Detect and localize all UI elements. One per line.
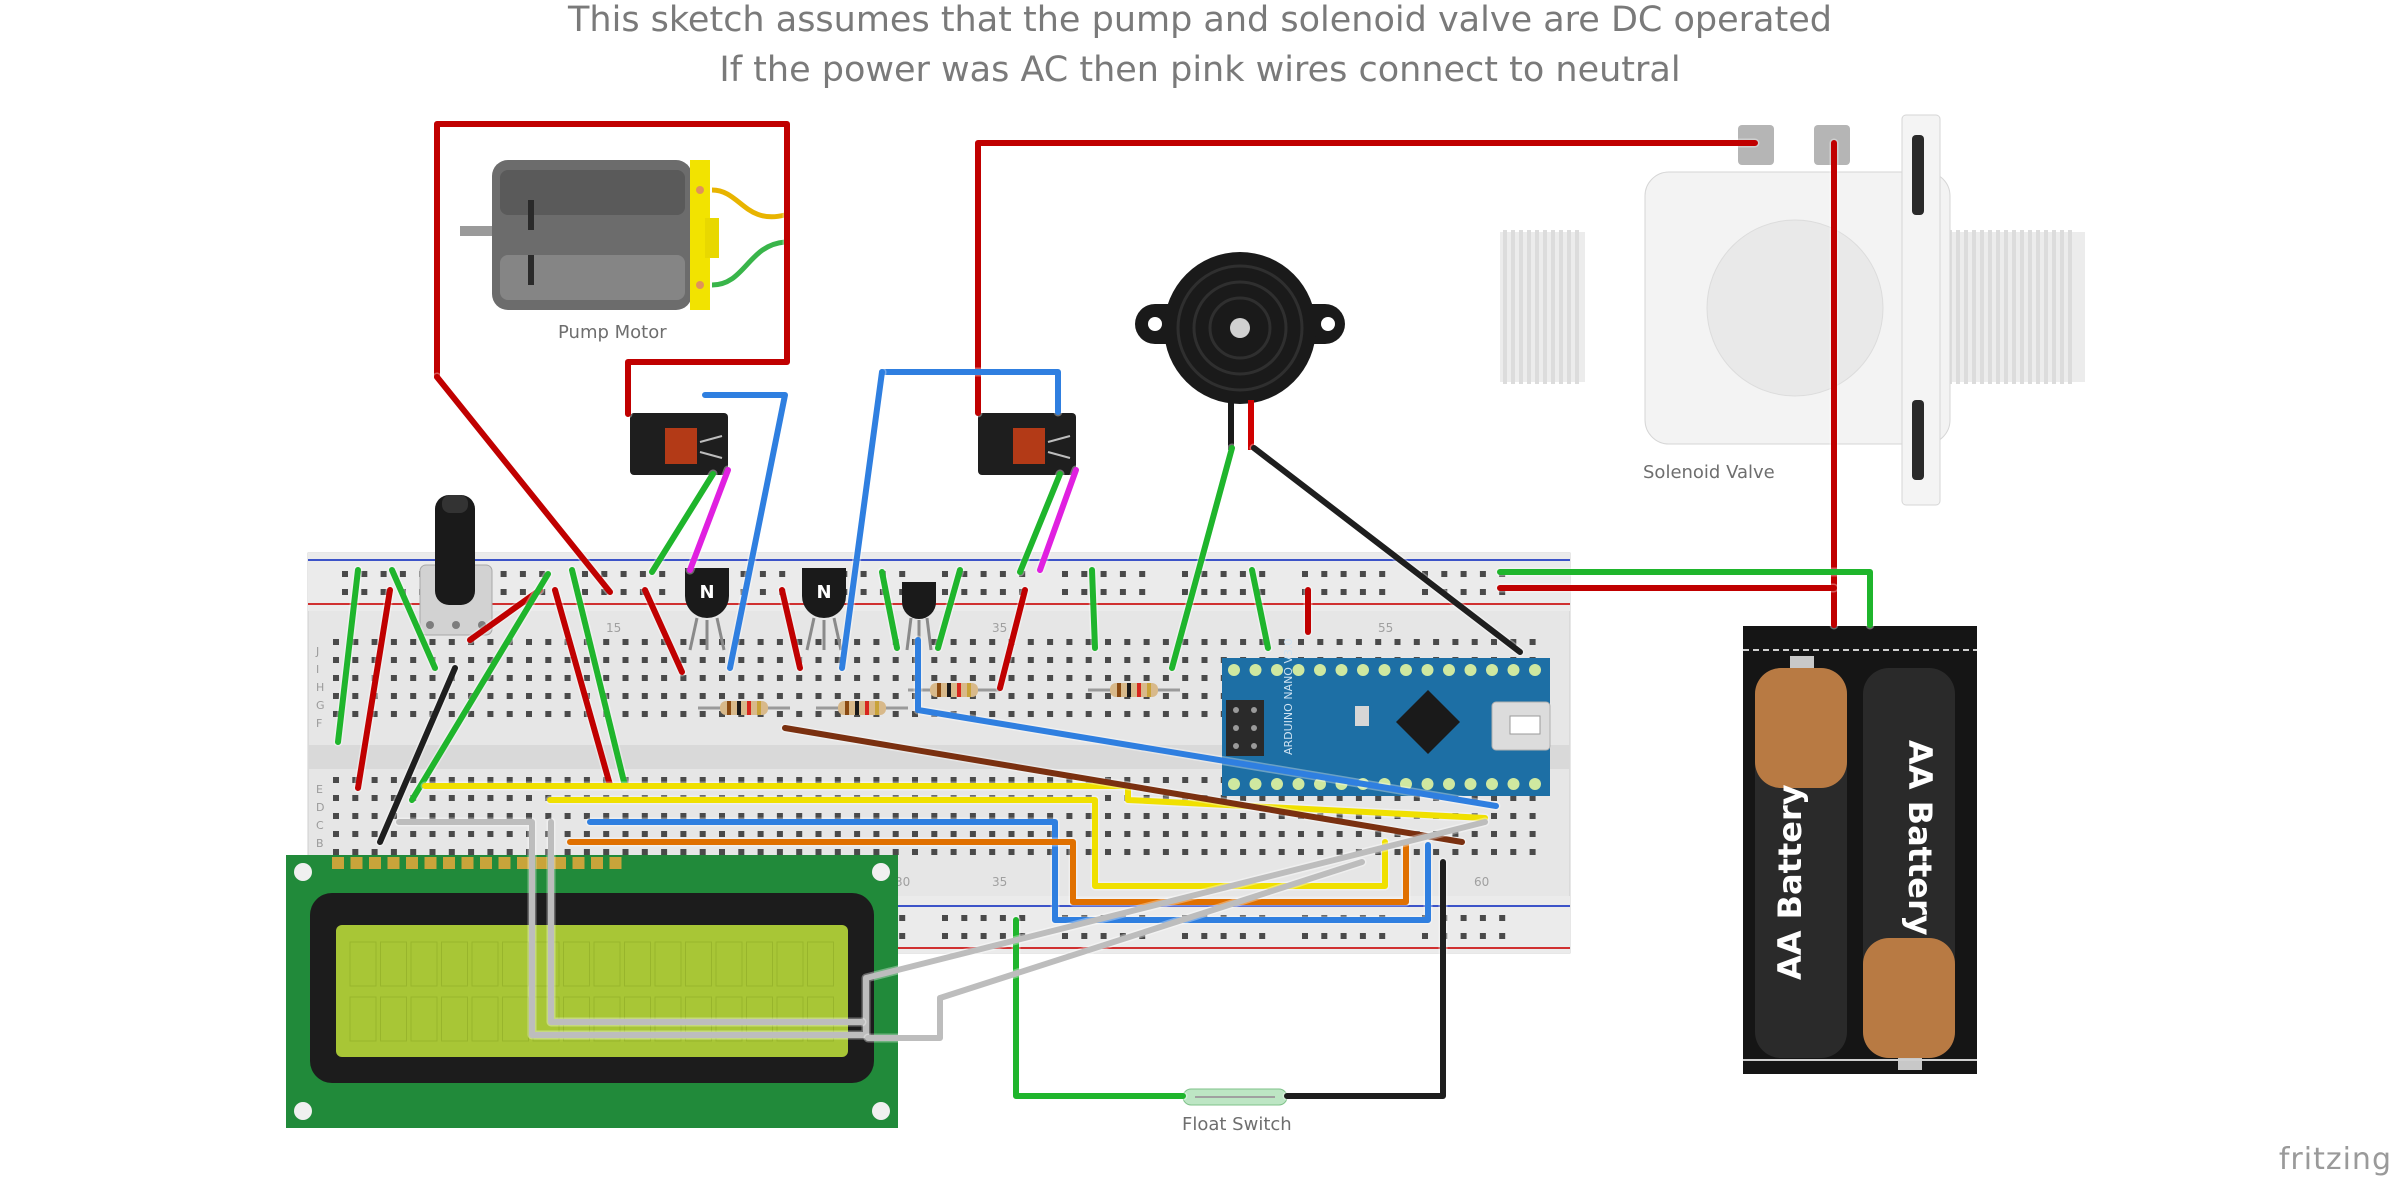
wire-18 xyxy=(649,471,716,575)
transistor-1: N xyxy=(685,568,729,651)
resistors xyxy=(698,683,1180,715)
piezo-buzzer xyxy=(1135,252,1345,450)
float-switch-label: Float Switch xyxy=(1182,1114,1292,1135)
transistor-2: N xyxy=(802,568,846,651)
wire-24 xyxy=(935,567,963,651)
column-numbers: 15 35 55 30 35 60 xyxy=(606,621,1489,889)
svg-text:15: 15 xyxy=(606,621,621,635)
wire-28 xyxy=(377,665,458,845)
wire-32 xyxy=(879,369,1061,415)
wires xyxy=(333,119,1875,1101)
wire-27 xyxy=(1284,859,1446,1099)
note-line-1: This sketch assumes that the pump and so… xyxy=(568,0,1832,40)
nano-pins xyxy=(1228,664,1541,790)
wire-20 xyxy=(1169,445,1235,671)
wire-10 xyxy=(779,587,803,671)
svg-text:ARDUINO NANO V3.0: ARDUINO NANO V3.0 xyxy=(1282,639,1295,755)
arduino-nano: ARDUINO NANO V3.0 xyxy=(1222,639,1551,796)
wire-38 xyxy=(567,839,1409,905)
wire-8 xyxy=(552,587,613,788)
wire-19 xyxy=(1017,471,1063,575)
svg-text:I: I xyxy=(316,663,319,676)
svg-text:N: N xyxy=(699,582,714,603)
wire-30 xyxy=(1037,467,1079,573)
battery-2-label: AA Battery xyxy=(1901,740,1939,936)
wire-17 xyxy=(569,567,628,789)
svg-text:D: D xyxy=(316,801,324,814)
resistor-2 xyxy=(838,701,886,715)
svg-text:30: 30 xyxy=(895,875,910,889)
pump-motor-label: Pump Motor xyxy=(558,322,667,343)
wire-12 xyxy=(467,587,543,643)
wire-9 xyxy=(642,587,685,675)
temperature-sensor xyxy=(902,582,936,651)
lcd-display xyxy=(286,855,898,1128)
fritzing-logo: fritzing xyxy=(2278,1142,2392,1177)
svg-text:F: F xyxy=(316,717,322,730)
pump-motor xyxy=(460,160,786,310)
solenoid-valve-label: Solenoid Valve xyxy=(1643,462,1775,483)
wire-31 xyxy=(702,392,788,671)
wire-15 xyxy=(389,567,438,671)
wire-11 xyxy=(997,587,1028,691)
resistor-3 xyxy=(930,683,978,697)
battery-1-label: AA Battery xyxy=(1771,784,1809,980)
wire-7 xyxy=(355,587,393,791)
svg-text:35: 35 xyxy=(992,621,1007,635)
wire-40 xyxy=(396,819,1488,1038)
wire-29 xyxy=(687,467,731,573)
wire-14 xyxy=(335,567,361,745)
solenoid-valve xyxy=(1500,114,2085,506)
wire-1 xyxy=(434,121,790,417)
wire-33 xyxy=(839,369,885,671)
wire-26 xyxy=(1251,445,1523,655)
wire-35 xyxy=(587,819,1431,923)
wire-36 xyxy=(422,783,1488,821)
wire-41 xyxy=(548,819,865,1025)
float-switch xyxy=(1182,1088,1288,1106)
wire-23 xyxy=(879,569,900,651)
wire-3 xyxy=(975,140,1758,416)
lcd-header-pins xyxy=(332,857,622,869)
note-line-2: If the power was AC then pink wires conn… xyxy=(719,50,1681,90)
svg-text:60: 60 xyxy=(1474,875,1489,889)
wire-21 xyxy=(1089,567,1098,651)
resistor-4 xyxy=(1110,683,1158,697)
resistor-1 xyxy=(720,701,768,715)
wire-2 xyxy=(434,374,613,595)
svg-text:55: 55 xyxy=(1378,621,1393,635)
wire-39 xyxy=(782,725,1465,845)
svg-text:H: H xyxy=(316,681,324,694)
svg-text:C: C xyxy=(316,819,324,832)
svg-text:B: B xyxy=(316,837,324,850)
wire-42 xyxy=(865,859,1365,1041)
wire-37 xyxy=(547,797,1388,889)
relay-1 xyxy=(630,413,728,475)
relay-2 xyxy=(978,413,1076,475)
battery-pack xyxy=(1743,626,1977,1074)
svg-text:E: E xyxy=(316,783,323,796)
svg-text:G: G xyxy=(316,699,325,712)
svg-text:35: 35 xyxy=(992,875,1007,889)
wire-34 xyxy=(915,637,1499,809)
svg-text:N: N xyxy=(816,582,831,603)
wire-13 xyxy=(1497,569,1873,628)
wire-16 xyxy=(409,571,551,803)
wire-22 xyxy=(1249,567,1271,651)
wire-25 xyxy=(1013,917,1186,1099)
potentiometer xyxy=(419,495,493,636)
svg-text:J: J xyxy=(315,645,319,658)
